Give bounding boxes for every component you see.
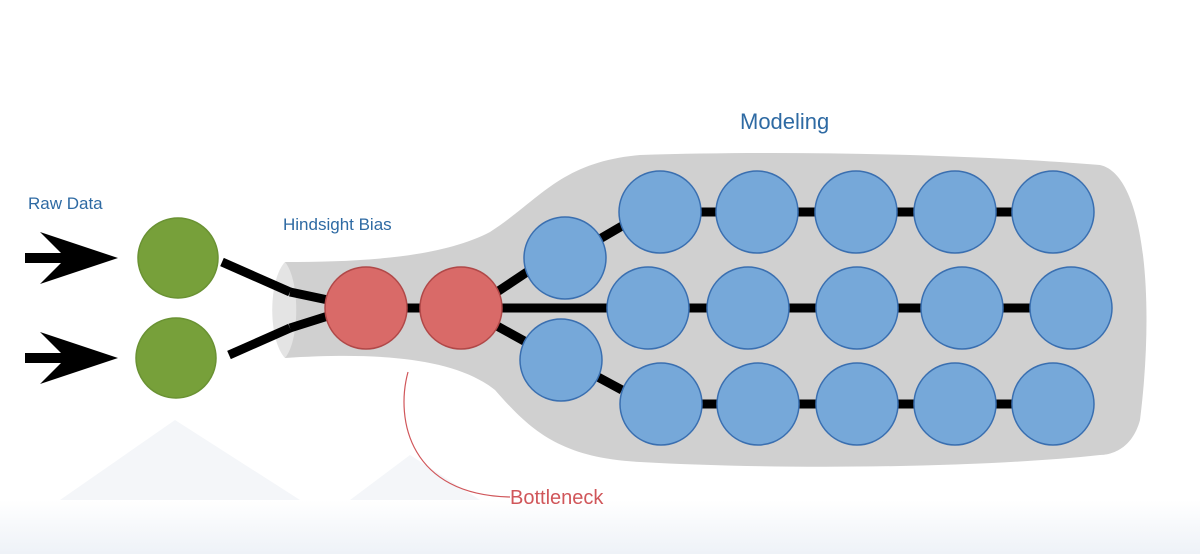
model-node <box>920 266 1004 350</box>
input-edge <box>288 311 330 333</box>
model-node <box>1011 170 1095 254</box>
model-node <box>619 362 703 446</box>
model-node <box>815 362 899 446</box>
nodes-group <box>135 170 1113 446</box>
branch-edge <box>595 222 625 244</box>
branch-edge <box>593 372 625 394</box>
input-edge <box>227 323 292 360</box>
branch-node <box>519 318 603 402</box>
branch-edge <box>494 322 529 346</box>
model-node <box>716 362 800 446</box>
model-node <box>913 170 997 254</box>
model-node <box>814 170 898 254</box>
model-node <box>606 266 690 350</box>
model-node <box>1029 266 1113 350</box>
raw-data-label: Raw Data <box>28 194 103 213</box>
bottleneck-label: Bottleneck <box>510 487 604 509</box>
input-node <box>137 217 219 299</box>
bottleneck-node <box>419 266 503 350</box>
hindsight-bias-label: Hindsight Bias <box>283 215 392 234</box>
branch-node <box>523 216 607 300</box>
bottleneck-pointer-line <box>403 371 511 498</box>
reflection-shape <box>60 420 300 500</box>
input-node <box>135 317 217 399</box>
model-node <box>913 362 997 446</box>
reflection-shape <box>350 455 480 500</box>
model-node <box>706 266 790 350</box>
input-arrow <box>25 232 118 284</box>
modeling-label: Modeling <box>740 109 829 134</box>
bottleneck-node <box>324 266 408 350</box>
branch-edge <box>494 266 533 296</box>
model-node <box>815 266 899 350</box>
model-node <box>1011 362 1095 446</box>
input-edge <box>289 287 329 305</box>
model-node <box>715 170 799 254</box>
model-node <box>618 170 702 254</box>
input-arrow <box>25 332 118 384</box>
input-edge <box>220 257 292 297</box>
